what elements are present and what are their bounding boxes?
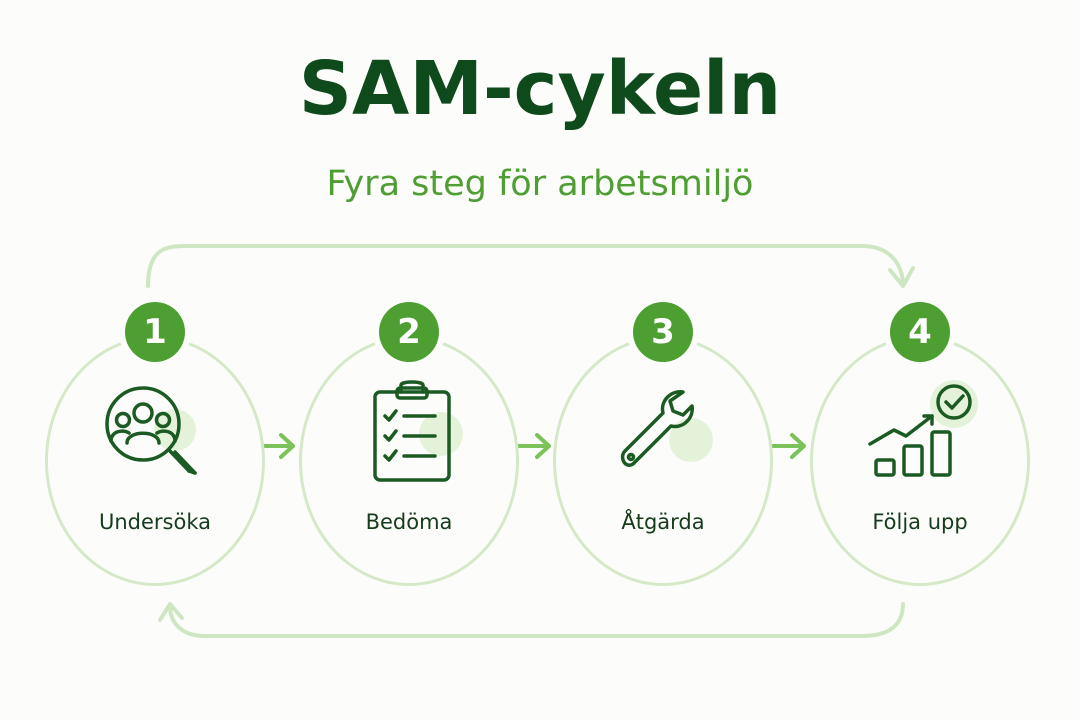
arrow-2-to-3 [513,433,551,459]
magnifier-people-icon [95,380,215,490]
bottom-loop-arrowhead [158,602,184,622]
step-number-badge: 3 [633,302,693,362]
step-bedoma: 2 Bedöma [299,302,519,586]
wrench-icon [603,380,723,490]
top-loop-arrow [146,244,905,288]
step-atgarda: 3 Åtgärda [553,302,773,586]
step-folja-upp: 4 Följa upp [810,302,1030,586]
arrow-1-to-2 [257,433,295,459]
growth-chart-check-icon [860,380,980,490]
clipboard-checklist-icon [349,380,469,490]
step-label: Undersöka [98,510,211,534]
arrow-3-to-4 [768,433,806,459]
diagram-title: SAM-cykeln [298,46,782,132]
step-ring [45,336,265,586]
step-ring [299,336,519,586]
diagram-subtitle: Fyra steg för arbetsmiljö [326,164,754,204]
step-label: Bedöma [365,510,453,534]
step-number-badge: 4 [890,302,950,362]
step-label: Åtgärda [621,510,705,534]
step-undersoka: 1 Undersöka [45,302,265,586]
bottom-loop-arrow [168,602,905,638]
step-label: Följa upp [872,510,968,534]
step-ring [810,336,1030,586]
step-number-badge: 2 [379,302,439,362]
step-number-badge: 1 [125,302,185,362]
top-loop-arrowhead [888,266,915,288]
